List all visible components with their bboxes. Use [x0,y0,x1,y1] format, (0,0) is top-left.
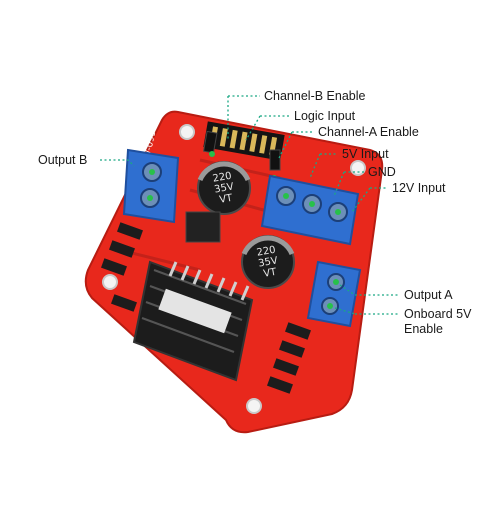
label-output-a: Output A [404,288,453,302]
voltage-regulator [185,211,221,243]
driver-ic [158,288,232,334]
label-logic-input: Logic Input [294,109,356,123]
svg-text:35V: 35V [257,255,278,269]
mounting-hole [246,398,262,414]
diodes-left [101,222,143,312]
svg-text:35V: 35V [213,181,234,195]
diodes-right [267,322,311,394]
terminal-power [260,174,360,246]
svg-text:220: 220 [256,245,277,259]
terminal-output-a [306,260,362,328]
label-output-b: Output B [38,153,88,167]
capacitor-top: 220 35V VT [197,161,251,215]
svg-text:VT: VT [263,267,279,280]
label-5v-input: 5V Input [342,147,389,161]
heatsink [132,260,254,382]
label-gnd: GND [368,165,396,179]
mounting-hole [179,124,195,140]
label-onboard-5v-enable: Onboard 5V Enable [404,307,472,336]
leader-lines [100,95,398,315]
logic-header [203,121,285,181]
label-12v-input: 12V Input [392,181,446,195]
mounting-hole [102,274,118,290]
terminal-output-b [122,148,180,224]
mounting-hole [350,160,366,176]
capacitor-bottom: 220 35V VT [241,235,295,289]
svg-text:VT: VT [219,193,235,206]
label-channel-b-enable: Channel-B Enable [264,89,366,103]
label-channel-a-enable: Channel-A Enable [318,125,419,139]
svg-text:220: 220 [212,171,233,185]
